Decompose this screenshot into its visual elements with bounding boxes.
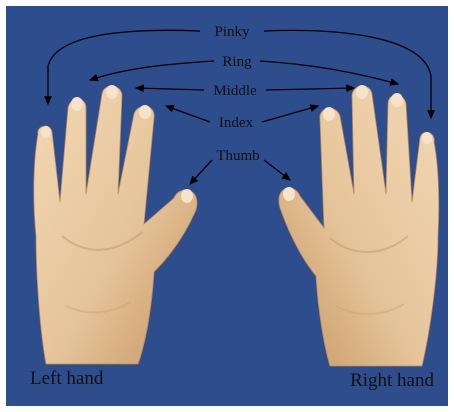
index-arrow-right	[262, 106, 318, 122]
index-arrow-left	[166, 106, 210, 122]
left-middle-nail	[106, 85, 118, 99]
finger-diagram: Pinky Ring Middle Index Thumb Left hand …	[6, 6, 448, 406]
diagram-canvas: Pinky Ring Middle Index Thumb Left hand …	[6, 6, 448, 406]
ring-arrow-left	[90, 61, 214, 80]
left-ring-nail	[71, 97, 83, 111]
left-hand-silhouette	[34, 86, 197, 364]
left-thumb-nail	[181, 189, 193, 203]
right-pinky-nail	[422, 132, 432, 144]
right-ring-nail	[391, 93, 403, 107]
label-thumb: Thumb	[216, 148, 259, 164]
label-ring: Ring	[222, 54, 252, 70]
label-index: Index	[219, 115, 254, 131]
left-hand	[34, 85, 197, 364]
label-pinky: Pinky	[214, 24, 250, 40]
label-right-hand: Right hand	[350, 370, 434, 391]
ring-arrow-right	[260, 61, 398, 84]
pinky-arrow-left	[48, 30, 200, 104]
right-middle-nail	[356, 85, 368, 99]
left-index-nail	[139, 105, 151, 119]
right-hand-silhouette	[279, 86, 439, 366]
right-hand	[279, 85, 439, 366]
label-middle: Middle	[213, 83, 257, 99]
middle-arrow-right	[266, 88, 354, 90]
right-thumb-nail	[283, 187, 295, 201]
label-left-hand: Left hand	[30, 368, 104, 389]
middle-arrow-left	[136, 88, 204, 90]
thumb-arrow-right	[264, 160, 290, 180]
thumb-arrow-left	[190, 160, 212, 184]
right-index-nail	[323, 107, 335, 121]
left-pinky-nail	[41, 126, 51, 138]
